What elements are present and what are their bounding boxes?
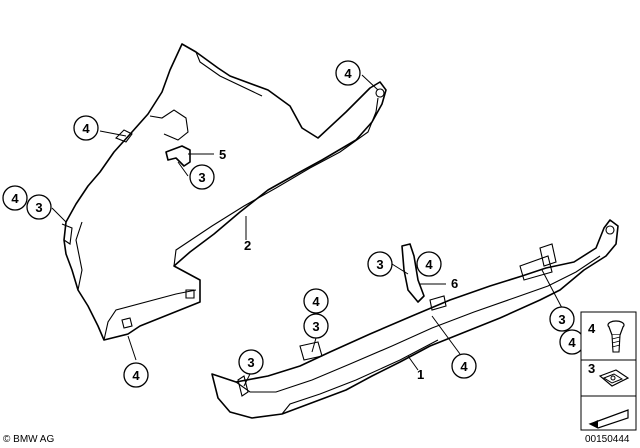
callout-4-right-part-1: 4 (451, 353, 477, 379)
callout-4-top-right: 4 (335, 60, 361, 86)
svg-text:4: 4 (568, 335, 576, 350)
svg-text:3: 3 (247, 355, 254, 370)
svg-text:4: 4 (344, 66, 352, 81)
svg-text:4: 4 (312, 294, 320, 309)
part-number-2: 2 (244, 238, 251, 253)
callout-4-right: 4 (559, 329, 585, 355)
trim-strip-part-1[interactable] (211, 219, 619, 419)
svg-text:4: 4 (460, 359, 468, 374)
trim-panel-part-2[interactable] (61, 43, 387, 341)
bracket-part-6[interactable] (401, 243, 425, 303)
svg-text:4: 4 (425, 257, 433, 272)
wedge-symbol-icon (588, 409, 629, 429)
callout-4-bottom-left: 4 (123, 362, 149, 388)
callout-3-part-6: 3 (367, 251, 393, 277)
svg-text:4: 4 (82, 121, 90, 136)
callout-4-part-6: 4 (416, 251, 442, 277)
callout-3-left: 3 (26, 194, 52, 220)
screw-icon (607, 320, 625, 353)
svg-text:3: 3 (198, 170, 205, 185)
part-number-5: 5 (219, 147, 226, 162)
callout-4-left: 4 (2, 185, 28, 211)
legend-clip-label: 3 (588, 361, 595, 376)
callout-3-right: 3 (549, 306, 575, 332)
svg-text:3: 3 (376, 257, 383, 272)
svg-text:3: 3 (35, 200, 42, 215)
svg-text:4: 4 (11, 191, 19, 206)
svg-text:3: 3 (558, 312, 565, 327)
svg-text:3: 3 (312, 319, 319, 334)
bracket-part-5[interactable] (165, 145, 191, 167)
callout-3-mid: 3 (303, 313, 329, 339)
legend-screw-label: 4 (588, 321, 596, 336)
clip-nut-icon (598, 369, 630, 387)
image-number: 00150444 (585, 434, 630, 445)
fastener-legend: 4 3 (580, 311, 637, 431)
svg-text:4: 4 (132, 368, 140, 383)
copyright-label: © BMW AG (3, 434, 54, 445)
callout-3-bottom: 3 (238, 349, 264, 375)
callout-4-mid: 4 (303, 288, 329, 314)
callout-4-upper-left: 4 (73, 115, 99, 141)
part-number-6: 6 (451, 276, 458, 291)
callout-3-bracket-5: 3 (189, 164, 215, 190)
part-number-1: 1 (417, 367, 424, 382)
